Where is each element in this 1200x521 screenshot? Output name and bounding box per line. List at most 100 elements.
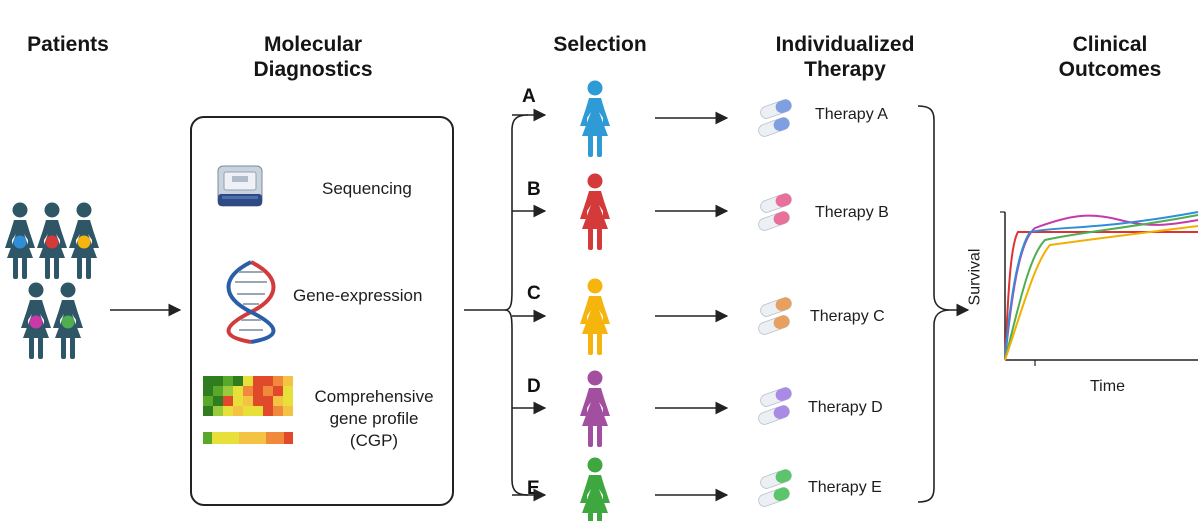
sequencer-machine-icon <box>217 165 263 207</box>
heatmap-icon <box>203 376 293 444</box>
capsule-pill-icon-e-2 <box>758 487 790 507</box>
heatmap-strip-cell <box>212 432 221 444</box>
label-sequencing: Sequencing <box>322 179 412 198</box>
therapy-label-b: Therapy B <box>815 204 889 221</box>
heatmap-cell <box>243 386 253 396</box>
capsule-pill-icon-b-1 <box>760 193 792 213</box>
header-molecular-diagnostics: Molecular Diagnostics <box>253 33 373 81</box>
curve-green <box>1004 214 1199 361</box>
capsule-pill-icon-e-1 <box>760 469 792 489</box>
heatmap-cell <box>243 396 253 406</box>
heatmap-cell <box>213 376 223 386</box>
heatmap-strip-cell <box>239 432 248 444</box>
diagnostics-box <box>190 116 454 506</box>
heatmap-cell <box>223 386 233 396</box>
heatmap-cell <box>273 406 283 416</box>
selected-woman-d-woman-figure-icon <box>580 370 610 447</box>
selected-woman-e-woman-figure-icon <box>580 457 610 521</box>
patient-dot-3 <box>77 235 91 249</box>
heatmap-cell <box>203 406 213 416</box>
heatmap-cell <box>253 386 263 396</box>
heatmap-strip-cell <box>203 432 212 444</box>
heatmap-cell <box>263 396 273 406</box>
capsule-pill-icon-a-1 <box>760 99 792 119</box>
heatmap-cell <box>233 406 243 416</box>
heatmap-cell <box>223 376 233 386</box>
heatmap-cell <box>283 396 293 406</box>
heatmap-cell <box>283 386 293 396</box>
heatmap-cell <box>263 406 273 416</box>
curve-blue <box>1004 211 1199 361</box>
selection-arrows <box>512 108 547 502</box>
capsule-pill-icon-d-1 <box>760 387 792 407</box>
heatmap-cell <box>233 386 243 396</box>
label-gene-expression: Gene-expression <box>293 286 423 305</box>
heatmap-strip-cell <box>275 432 284 444</box>
patient-dot-1 <box>13 235 27 249</box>
patients-group <box>5 202 99 359</box>
heatmap-cell <box>273 396 283 406</box>
therapy-label-a: Therapy A <box>815 106 888 123</box>
heatmap-strip-cell <box>221 432 230 444</box>
heatmap-cell <box>283 376 293 386</box>
header-patients: Patients <box>27 33 109 56</box>
heatmap-cell <box>233 376 243 386</box>
chart-x-label: Time <box>1090 378 1125 395</box>
therapy-label-c: Therapy C <box>810 308 885 325</box>
selected-woman-c-woman-figure-icon <box>580 278 610 355</box>
heatmap-cell <box>233 396 243 406</box>
header-selection: Selection <box>553 33 647 56</box>
letter-b: B <box>527 179 541 200</box>
heatmap-cell <box>243 406 253 416</box>
heatmap-cell <box>203 376 213 386</box>
capsule-pill-icon-a-2 <box>758 117 790 137</box>
survival-chart <box>1000 211 1199 366</box>
heatmap-cell <box>263 386 273 396</box>
dna-helix-icon <box>226 260 276 344</box>
selected-woman-a-woman-figure-icon <box>580 80 610 157</box>
heatmap-strip-cell <box>248 432 257 444</box>
heatmap-cell <box>243 376 253 386</box>
heatmap-strip-cell <box>230 432 239 444</box>
heatmap-cell <box>273 386 283 396</box>
letter-d: D <box>527 376 541 397</box>
therapy-arrows <box>655 111 729 502</box>
heatmap-cell <box>253 396 263 406</box>
heatmap-cell <box>213 386 223 396</box>
heatmap-strip-cell <box>266 432 275 444</box>
capsule-pill-icon-c-2 <box>758 315 790 335</box>
letter-a: A <box>522 86 536 107</box>
outcomes-bracket <box>917 105 951 503</box>
patient-dot-2 <box>45 235 59 249</box>
heatmap-strip-cell <box>257 432 266 444</box>
heatmap-strip-cell <box>284 432 293 444</box>
heatmap-cell <box>253 376 263 386</box>
patient-tumor-dots <box>13 235 91 329</box>
heatmap-cell <box>223 396 233 406</box>
letter-c: C <box>527 283 541 304</box>
capsule-pill-icon-b-2 <box>758 211 790 231</box>
therapy-label-d: Therapy D <box>808 399 883 416</box>
heatmap-cell <box>273 376 283 386</box>
patient-dot-4 <box>29 315 43 329</box>
header-clinical-outcomes: Clinical Outcomes <box>1058 33 1162 81</box>
header-individualized-therapy: Individualized Therapy <box>775 33 915 81</box>
selection-branch-lines <box>464 114 529 496</box>
selected-woman-b-woman-figure-icon <box>580 173 610 250</box>
heatmap-cell <box>223 406 233 416</box>
capsule-pill-icon-c-1 <box>760 297 792 317</box>
heatmap-cell <box>203 386 213 396</box>
curve-yellow <box>1004 225 1199 361</box>
curve-red <box>1004 231 1198 361</box>
heatmap-cell <box>263 376 273 386</box>
heatmap-cell <box>213 396 223 406</box>
patient-dot-5 <box>61 315 75 329</box>
capsule-pill-icon-d-2 <box>758 405 790 425</box>
heatmap-cell <box>203 396 213 406</box>
heatmap-cell <box>213 406 223 416</box>
therapy-label-e: Therapy E <box>808 479 882 496</box>
heatmap-cell <box>283 406 293 416</box>
heatmap-cell <box>253 406 263 416</box>
label-cgp: Comprehensive gene profile (CGP) <box>314 387 434 450</box>
